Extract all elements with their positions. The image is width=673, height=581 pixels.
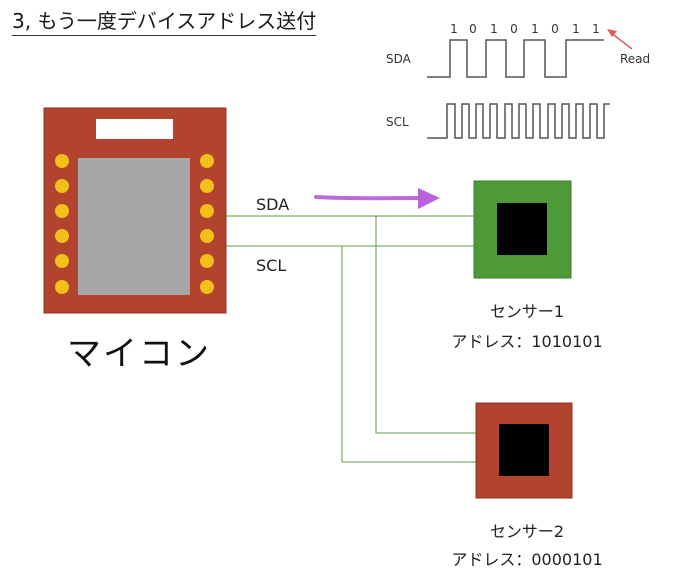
sda-waveform [427, 39, 604, 78]
sensor2-chip [499, 424, 549, 476]
read-label: Read [620, 52, 651, 66]
timing-bit: 1 [572, 22, 580, 36]
sensor1-board [473, 180, 572, 279]
timing-bit: 1 [531, 22, 539, 36]
read-arrow [607, 29, 633, 50]
page-title: 3, もう一度デバイスアドレス送付 [12, 8, 317, 36]
mcu-label-plate [96, 119, 173, 139]
mcu-pins-left [55, 154, 69, 294]
sensor2-address: アドレス：0000101 [451, 550, 603, 569]
scl-branch-sensor2 [341, 246, 476, 463]
mcu-board [43, 107, 227, 314]
sensor1-name: センサー1 [489, 302, 565, 321]
mcu-label: マイコン [67, 334, 211, 374]
mcu-chip [78, 158, 190, 295]
sda-branch-sensor2 [375, 216, 476, 434]
timing-bit: 1 [490, 22, 498, 36]
sensor2-board [475, 402, 573, 499]
scl-waveform [427, 103, 610, 139]
sensor1-address: アドレス：1010101 [451, 332, 603, 351]
bus-sda-label: SDA [256, 195, 290, 214]
timing-bit: 1 [450, 22, 458, 36]
timing-bit: 0 [510, 22, 518, 36]
data-direction-arrow [314, 188, 440, 209]
timing-bit: 0 [551, 22, 559, 36]
timing-bit: 0 [469, 22, 477, 36]
mcu-pins-right [200, 154, 214, 294]
timing-scl-label: SCL [386, 115, 409, 129]
bus-scl-label: SCL [256, 256, 287, 275]
sensor1-chip [497, 203, 547, 255]
sensor2-name: センサー2 [489, 522, 565, 541]
timing-bit: 1 [592, 22, 600, 36]
bus-lines [226, 215, 476, 463]
timing-sda-label: SDA [386, 52, 411, 66]
